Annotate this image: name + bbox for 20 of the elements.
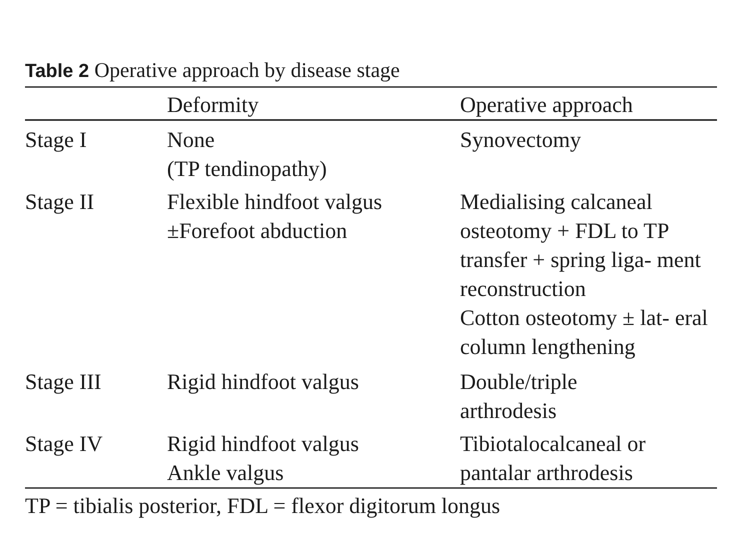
table-text: Tibiotalocalcaneal or pantalar arthrodesis — [460, 430, 647, 487]
table-text: Double/triple arthrodesis — [460, 368, 578, 425]
table-text: Ankle valgus — [167, 459, 285, 487]
table-text: Medialising calcaneal osteotomy + FDL to TP transfer + spring liga- ment reconstruction — [460, 188, 702, 303]
table-text: Rigid hindfoot valgus — [167, 430, 360, 458]
table-text: ±Forefoot abduction — [167, 217, 348, 245]
row-header: Stage IV — [25, 430, 104, 458]
table-text: Synovectomy — [460, 126, 582, 154]
table-text: (TP tendinopathy) — [167, 155, 328, 183]
table-text: Flexible hindfoot valgus — [167, 188, 384, 216]
row-header: Stage II — [25, 188, 96, 216]
column-header: Deformity — [167, 91, 260, 119]
table-footnote: TP = tibialis posterior, FDL = flexor digitorum longus — [25, 492, 500, 520]
row-header: Stage III — [25, 368, 102, 396]
table-title: Table 2 Operative approach by disease stage — [25, 58, 400, 83]
row-header: Stage I — [25, 126, 88, 154]
table-text: Cotton osteotomy ± lat- eral column lengthening — [460, 304, 709, 361]
table-text: None — [167, 126, 216, 154]
table-text: Rigid hindfoot valgus — [167, 368, 360, 396]
column-header: Operative approach — [460, 91, 634, 119]
